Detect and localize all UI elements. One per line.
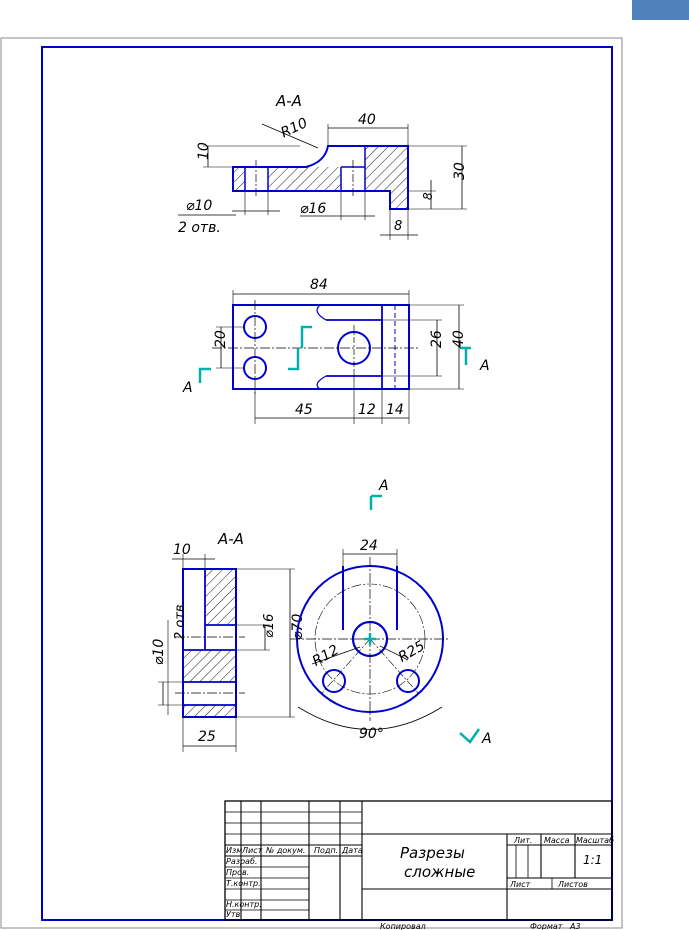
dim-8-vert: 8 <box>421 192 435 200</box>
view-top-section: А-А R10 40 10 30 8 8 ⌀10 ⌀16 2 отв. <box>178 92 468 240</box>
tb-row-nkontr: Н.контр. <box>226 900 262 909</box>
tb-lit: Лит. <box>513 836 532 845</box>
tb-col-list: Лист <box>241 846 263 855</box>
dim-45: 45 <box>295 402 313 418</box>
hatch-right <box>365 146 408 191</box>
plan-outline <box>232 304 410 390</box>
cut-label-mid: А <box>378 478 389 494</box>
tb-sheets: Листов <box>557 880 588 889</box>
cut-label-right: А <box>479 358 490 374</box>
radius-12: R12 <box>310 642 342 670</box>
view-plan: 84 20 26 40 45 12 14 А А <box>182 277 490 424</box>
title-block: Изм Лист № докум. Подп. Дата Разраб. Про… <box>224 800 614 921</box>
side-hatch-mid <box>183 650 236 682</box>
tb-row-prov: Пров. <box>226 868 249 877</box>
front-hole-right <box>396 669 420 693</box>
centerline <box>369 638 419 694</box>
tb-col-date: Дата <box>341 846 363 855</box>
holes-note-top: 2 отв. <box>178 220 221 236</box>
cut-marker-right <box>460 346 471 365</box>
hole-dia-side: ⌀10 <box>151 639 167 665</box>
part-outline-top <box>232 145 409 210</box>
tb-copied: Копировал <box>380 922 426 930</box>
dim-24: 24 <box>360 538 378 554</box>
dim-10-side: 10 <box>173 542 191 558</box>
dim-40-top: 40 <box>358 112 376 128</box>
center-mark <box>364 633 376 645</box>
side-hatch-bottom <box>183 705 236 717</box>
tb-row-razrab: Разраб. <box>226 857 257 866</box>
cut-marker-mid <box>369 494 382 510</box>
front-hole-left <box>322 669 346 693</box>
tb-col-izm: Изм <box>226 846 242 855</box>
tb-massa: Масса <box>544 836 570 845</box>
tb-format: Формат <box>530 922 563 930</box>
tb-row-tkontr: Т.контр. <box>226 879 261 888</box>
view-side-section: 10 А-А 25 ⌀10 2 отв. ⌀16 ⌀70 <box>151 530 306 752</box>
view-front: 24 R12 R25 90° А <box>290 538 492 747</box>
cut-marker-front <box>459 728 481 744</box>
tb-sheet: Лист <box>509 880 531 889</box>
hatch-foot <box>390 191 408 209</box>
tb-title-line1: Разрезы <box>400 844 465 862</box>
angle-90: 90° <box>359 726 384 742</box>
slot-outline <box>342 566 398 630</box>
section-label-top: А-А <box>275 92 302 110</box>
dim-8-horiz: 8 <box>394 219 402 234</box>
tb-format-value: А3 <box>569 922 581 930</box>
radius-leader <box>379 645 409 661</box>
cut-label-front: А <box>481 731 492 747</box>
dim-84: 84 <box>310 277 328 293</box>
section-label-side: А-А <box>217 530 244 548</box>
corner-tab <box>632 0 689 20</box>
plan-slot-arc-top <box>316 304 327 321</box>
hatch-left <box>233 167 245 191</box>
cut-marker-left <box>198 367 211 383</box>
cut-label-left: А <box>182 380 193 396</box>
dim-14: 14 <box>386 402 404 418</box>
dim-12: 12 <box>358 402 376 418</box>
bore-dia-side: ⌀16 <box>262 614 277 638</box>
plan-slot-arc-bot <box>316 375 327 390</box>
cut-marker-center <box>288 325 312 371</box>
paper-border <box>0 37 623 929</box>
hole-dia-top: ⌀10 <box>186 198 212 214</box>
hatch-center <box>268 167 341 191</box>
side-hatch-top <box>205 569 236 625</box>
dim-25: 25 <box>198 729 216 745</box>
dim-26: 26 <box>429 330 445 348</box>
tb-scale-value: 1:1 <box>583 853 602 867</box>
bore-dia-top: ⌀16 <box>300 201 326 217</box>
centerline <box>321 638 371 694</box>
tb-col-sign: Подп. <box>314 846 338 855</box>
radius-leader <box>311 646 361 665</box>
tb-title-line2: сложные <box>404 863 475 881</box>
tb-row-utv: Утв. <box>226 910 243 919</box>
angle-arc <box>297 706 443 730</box>
radius-leader <box>261 123 319 149</box>
tb-col-doc: № докум. <box>265 846 305 855</box>
dim-20: 20 <box>213 330 229 348</box>
dim-10-top: 10 <box>196 142 212 160</box>
dim-30-top: 30 <box>452 162 468 180</box>
radius-label: R10 <box>278 115 310 141</box>
dim-40-plan: 40 <box>451 330 467 348</box>
radius-25: R25 <box>396 638 428 666</box>
holes-note-side: 2 отв. <box>173 600 188 640</box>
tb-masshtab: Масштаб <box>576 836 614 845</box>
